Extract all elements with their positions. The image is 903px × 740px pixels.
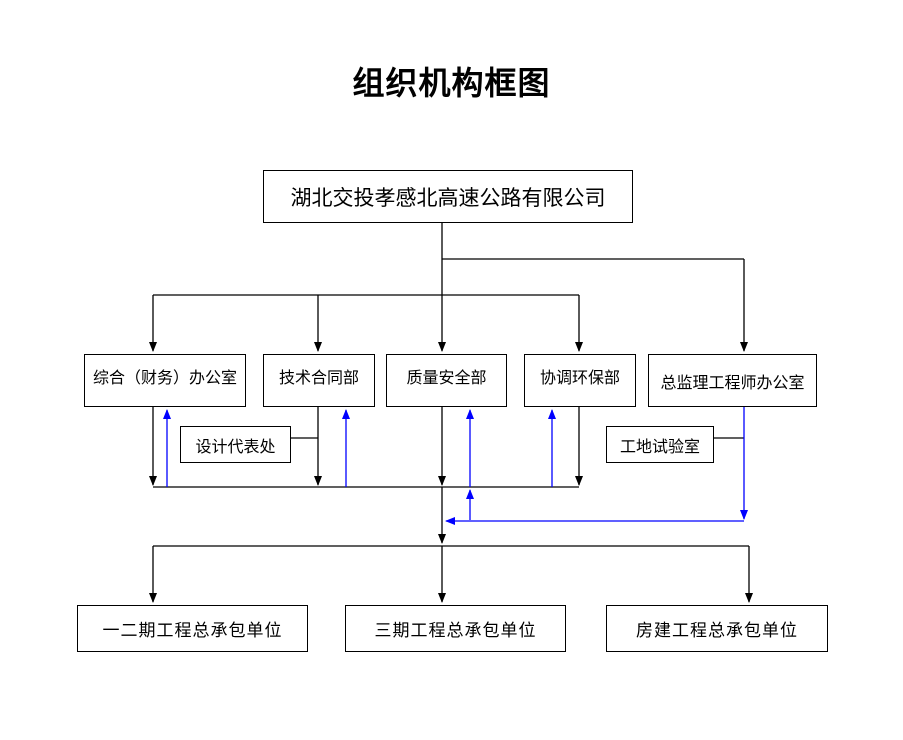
site-lab-label: 工地试验室 [619,436,700,456]
dept-label: 协调环保部 [539,368,620,387]
site-lab: 工地试验室 [606,426,714,463]
feedback-lines [163,407,748,525]
contractor-phase-3: 三期工程总承包单位 [345,605,566,652]
contractor-building: 房建工程总承包单位 [606,605,828,652]
command-lines [149,223,753,603]
design-rep-office: 设计代表处 [180,426,291,463]
dept-label: 综合（财务）办公室 [92,368,237,387]
dept-label: 总监理工程师办公室 [660,372,805,392]
dept-label: 技术合同部 [278,368,359,387]
dept-chief-supervisor-office: 总监理工程师办公室 [648,354,817,407]
dept-label: 质量安全部 [406,368,487,387]
contractor-label: 房建工程总承包单位 [636,621,798,641]
dept-general-office: 综合（财务）办公室 [84,354,246,407]
contractor-label: 一二期工程总承包单位 [102,621,283,641]
design-rep-label: 设计代表处 [195,436,276,456]
dept-quality-safety: 质量安全部 [386,354,507,407]
dept-technical-contract: 技术合同部 [263,354,375,407]
contractor-label: 三期工程总承包单位 [374,621,537,641]
company-label: 湖北交投孝感北高速公路有限公司 [290,185,606,210]
page-title: 组织机构框图 [352,64,551,102]
contractor-phase-1-2: 一二期工程总承包单位 [77,605,308,652]
company-box: 湖北交投孝感北高速公路有限公司 [263,170,633,223]
dept-coordination-env: 协调环保部 [524,354,636,407]
